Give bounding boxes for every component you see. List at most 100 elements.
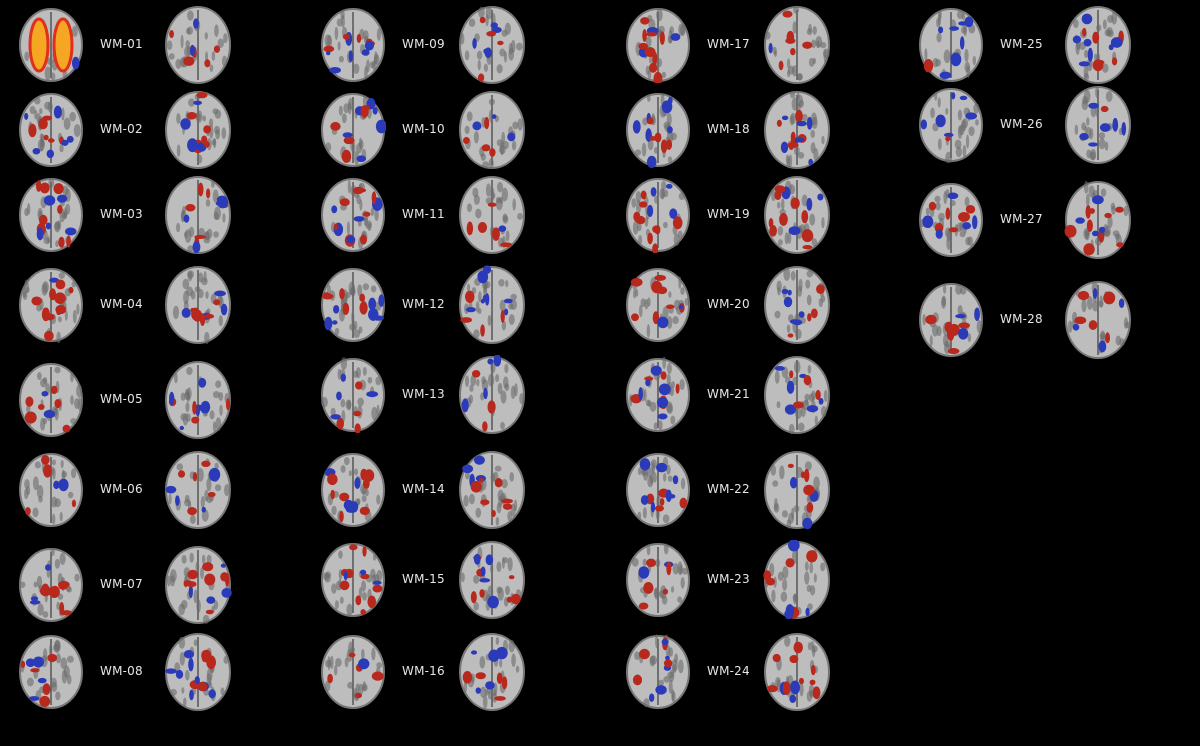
brain-slice-superior bbox=[19, 93, 83, 167]
activation-blob bbox=[333, 223, 339, 231]
activation-blob bbox=[187, 138, 198, 153]
activation-blob bbox=[964, 16, 974, 28]
activation-blob bbox=[1088, 320, 1098, 330]
activation-blob bbox=[494, 696, 506, 701]
activation-blob bbox=[645, 379, 651, 387]
activation-blob bbox=[815, 389, 821, 401]
activation-blob bbox=[790, 131, 796, 143]
component-label: WM-20 bbox=[707, 297, 750, 311]
activation-blob bbox=[323, 45, 335, 53]
activation-blob bbox=[482, 265, 492, 274]
activation-blob bbox=[466, 221, 474, 236]
activation-blob bbox=[346, 235, 356, 244]
activation-blob bbox=[39, 182, 50, 194]
activation-blob bbox=[480, 499, 490, 506]
activation-blob bbox=[812, 686, 821, 700]
activation-blob bbox=[175, 495, 180, 506]
activation-blob bbox=[58, 236, 65, 248]
activation-blob bbox=[1108, 44, 1114, 51]
activation-blob bbox=[339, 492, 350, 502]
activation-blob bbox=[348, 50, 353, 63]
activation-blob bbox=[658, 383, 671, 396]
activation-blob bbox=[183, 214, 190, 223]
component-label: WM-02 bbox=[100, 122, 143, 136]
activation-blob bbox=[959, 95, 968, 101]
activation-blob bbox=[55, 304, 67, 315]
activation-blob bbox=[640, 17, 650, 25]
activation-blob bbox=[669, 208, 678, 219]
activation-blob bbox=[225, 398, 231, 411]
component-label: WM-07 bbox=[100, 577, 143, 591]
activation-blob bbox=[54, 398, 62, 409]
activation-blob bbox=[638, 566, 650, 579]
activation-blob bbox=[192, 471, 198, 482]
component-panel: WM-27 bbox=[918, 175, 1178, 265]
activation-blob bbox=[462, 464, 474, 474]
activation-blob bbox=[53, 183, 64, 195]
activation-blob bbox=[61, 139, 69, 146]
activation-blob bbox=[477, 73, 485, 82]
activation-blob bbox=[470, 480, 482, 493]
activation-blob bbox=[795, 109, 803, 123]
activation-blob bbox=[37, 677, 47, 684]
activation-blob bbox=[802, 517, 813, 530]
activation-blob bbox=[774, 190, 782, 201]
brain-slice-inferior bbox=[165, 176, 231, 254]
activation-blob bbox=[183, 56, 195, 67]
activation-blob bbox=[372, 107, 378, 115]
brain-slice-inferior bbox=[764, 266, 830, 344]
activation-blob bbox=[192, 401, 197, 415]
activation-blob bbox=[802, 41, 813, 49]
brain-slice-superior bbox=[321, 93, 386, 167]
activation-blob bbox=[68, 286, 74, 294]
activation-blob bbox=[498, 225, 507, 232]
activation-blob bbox=[220, 303, 228, 316]
activation-blob bbox=[789, 694, 797, 704]
activation-blob bbox=[802, 245, 813, 250]
activation-blob bbox=[659, 498, 665, 506]
activation-blob bbox=[972, 215, 978, 230]
activation-blob bbox=[808, 158, 814, 166]
activation-blob bbox=[359, 234, 367, 245]
activation-blob bbox=[479, 16, 486, 24]
activation-blob bbox=[58, 478, 69, 492]
brain-slice-inferior bbox=[763, 540, 830, 620]
activation-blob bbox=[208, 467, 221, 482]
activation-blob bbox=[39, 585, 52, 597]
component-panel: WM-16 bbox=[320, 627, 580, 717]
activation-blob bbox=[185, 204, 196, 212]
activation-blob bbox=[630, 277, 643, 287]
activation-blob bbox=[45, 222, 52, 230]
activation-blob bbox=[495, 646, 508, 660]
activation-blob bbox=[803, 375, 812, 386]
activation-blob bbox=[487, 595, 499, 609]
activation-blob bbox=[1072, 35, 1082, 44]
activation-blob bbox=[935, 114, 946, 128]
activation-blob bbox=[56, 294, 65, 299]
activation-blob bbox=[482, 421, 488, 432]
activation-blob bbox=[203, 125, 212, 134]
activation-blob bbox=[36, 227, 44, 241]
activation-blob bbox=[485, 293, 490, 306]
activation-blob bbox=[479, 589, 485, 598]
activation-blob bbox=[1103, 291, 1116, 305]
activation-blob bbox=[638, 387, 643, 401]
activation-blob bbox=[38, 214, 48, 226]
brain-slice-inferior bbox=[1065, 6, 1131, 84]
activation-blob bbox=[939, 71, 952, 79]
activation-blob bbox=[368, 308, 379, 321]
activation-blob bbox=[324, 316, 333, 331]
activation-blob bbox=[803, 468, 810, 483]
activation-blob bbox=[477, 222, 488, 233]
activation-blob bbox=[1086, 219, 1093, 232]
brain-slice-superior bbox=[19, 8, 83, 82]
activation-blob bbox=[783, 296, 793, 308]
component-label: WM-26 bbox=[1000, 117, 1043, 131]
activation-blob bbox=[343, 136, 355, 145]
activation-blob bbox=[470, 591, 477, 604]
activation-blob bbox=[768, 218, 774, 228]
activation-blob bbox=[331, 205, 338, 214]
activation-blob bbox=[37, 404, 45, 410]
activation-blob bbox=[484, 116, 490, 130]
activation-blob bbox=[642, 29, 647, 42]
